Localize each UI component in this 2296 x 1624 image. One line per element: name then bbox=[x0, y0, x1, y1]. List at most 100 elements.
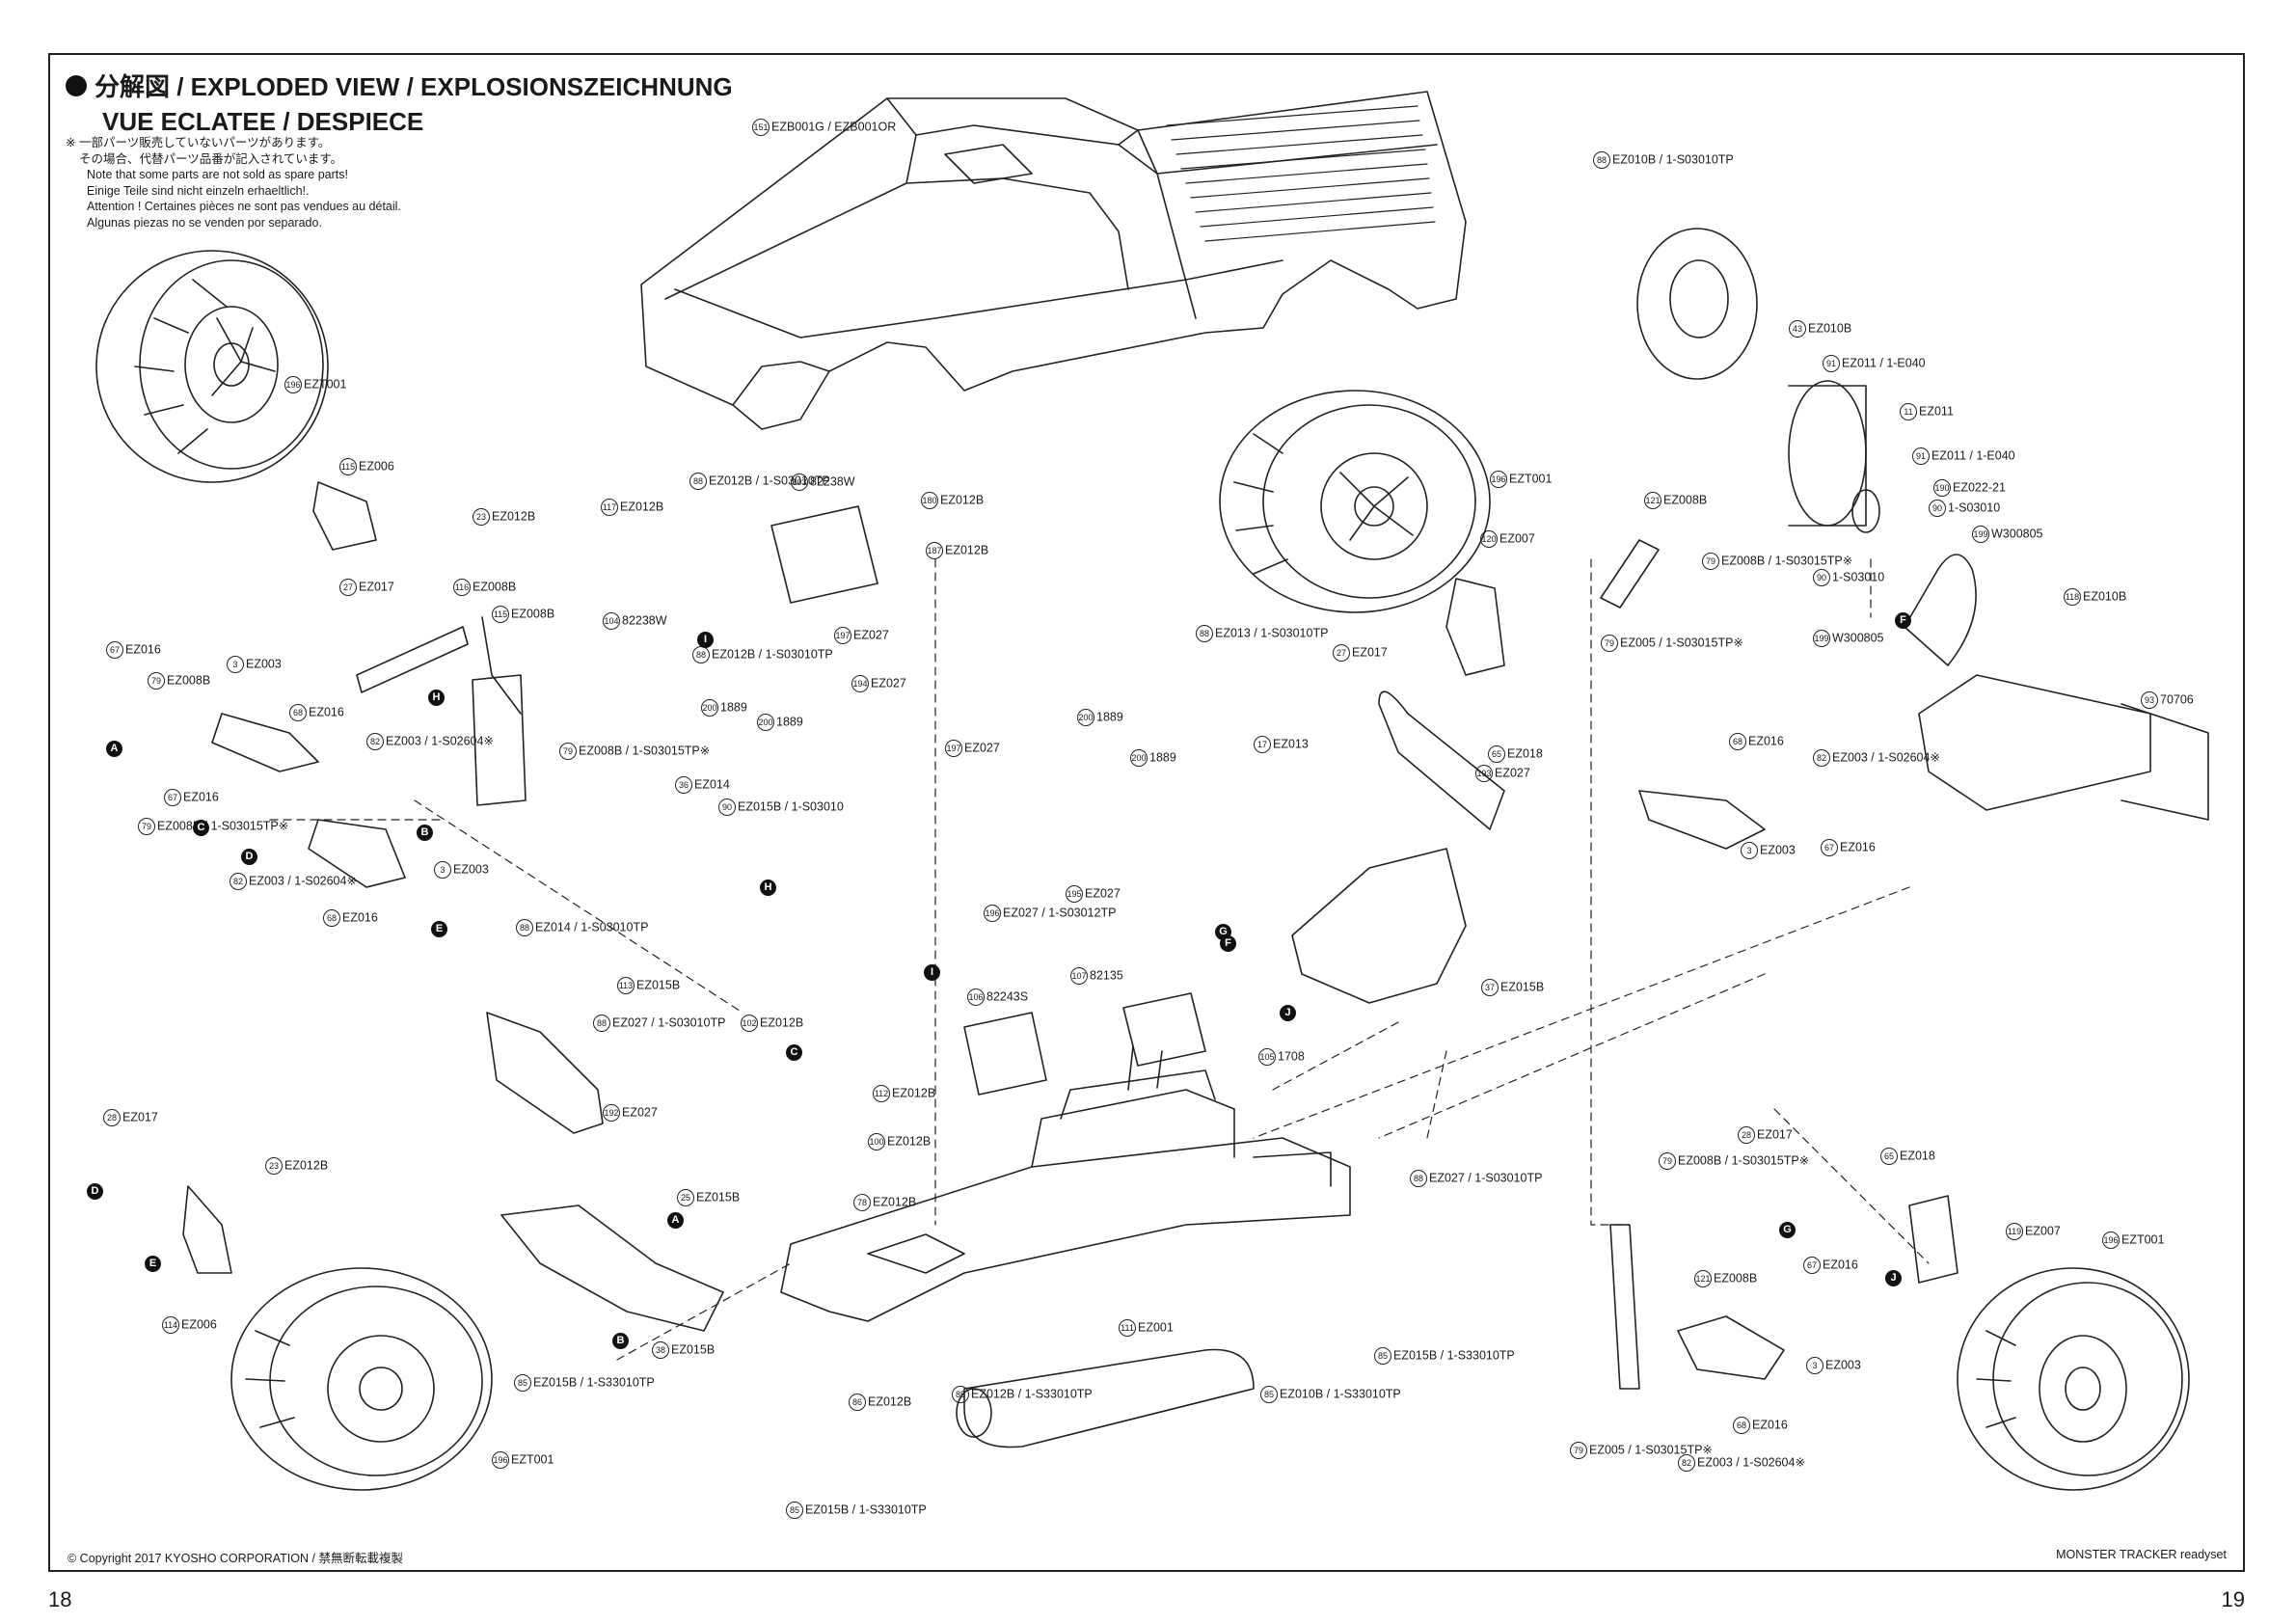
part-ref-number: 200 bbox=[1130, 749, 1148, 767]
part-ref-number: 68 bbox=[323, 909, 340, 927]
part-ref-number: 190 bbox=[1933, 479, 1951, 497]
part-number-text: EZ012B bbox=[492, 509, 536, 524]
part-ref-number: 196 bbox=[492, 1451, 509, 1469]
title-line-1: 分解図 / EXPLODED VIEW / EXPLOSIONSZEICHNUN… bbox=[66, 68, 733, 103]
servo-and-electronics bbox=[770, 505, 1206, 1096]
suspension-parts bbox=[182, 481, 1958, 1380]
part-ref-number: 65 bbox=[1880, 1148, 1898, 1165]
part-number-text: EZ015B / 1-S33010TP bbox=[533, 1375, 655, 1390]
assembly-marker: D bbox=[241, 849, 257, 865]
part-ref-number: 3 bbox=[434, 861, 451, 879]
part-number-text: EZ016 bbox=[183, 790, 219, 804]
assembly-marker: A bbox=[667, 1212, 684, 1229]
part-ref-number: 37 bbox=[1481, 979, 1499, 996]
copyright: © Copyright 2017 KYOSHO CORPORATION / 禁無… bbox=[68, 1552, 403, 1565]
part-ref-number: 118 bbox=[2064, 588, 2081, 606]
part-ref-number: 85 bbox=[1374, 1347, 1391, 1365]
part-ref-number: 121 bbox=[1694, 1270, 1712, 1287]
title-line-2: VUE ECLATEE / DESPIECE bbox=[102, 107, 424, 136]
assembly-marker: J bbox=[1885, 1270, 1902, 1286]
part-ref-number: 88 bbox=[516, 919, 533, 936]
part-ref-number: 100 bbox=[868, 1133, 885, 1150]
part-number-text: EZ001 bbox=[1138, 1320, 1174, 1335]
part-number-text: EZ013 / 1-S03010TP bbox=[1215, 626, 1329, 640]
part-number-text: EZ006 bbox=[181, 1317, 217, 1332]
part-number-text: EZ012B bbox=[620, 500, 664, 514]
part-number-text: EZ012B / 1-S03010TP bbox=[712, 647, 833, 662]
page-number-left: 18 bbox=[48, 1587, 72, 1611]
part-number-text: EZ027 bbox=[1495, 766, 1530, 780]
part-number-text: EZ008B bbox=[1714, 1271, 1758, 1286]
part-number-text: EZ003 / 1-S02604※ bbox=[386, 734, 494, 748]
part-number-text: EZ008B / 1-S03015TP※ bbox=[1721, 554, 1853, 568]
part-number-text: EZ027 / 1-S03012TP bbox=[1003, 906, 1117, 920]
assembly-marker: F bbox=[1220, 935, 1236, 952]
part-ref-number: 79 bbox=[559, 743, 577, 760]
assembly-lines bbox=[269, 558, 1930, 1361]
part-number-text: EZ012B bbox=[868, 1394, 912, 1409]
part-ref-number: 79 bbox=[1702, 553, 1719, 570]
part-number-text: 1889 bbox=[720, 700, 747, 715]
part-ref-number: 193 bbox=[1475, 765, 1493, 782]
part-ref-number: 28 bbox=[103, 1109, 121, 1126]
part-number-text: EZ008B bbox=[1663, 493, 1708, 507]
part-number-text: 1889 bbox=[1096, 710, 1123, 724]
part-ref-number: 200 bbox=[1077, 709, 1094, 726]
note-line: Note that some parts are not sold as spa… bbox=[87, 168, 348, 181]
part-ref-number: 200 bbox=[757, 714, 774, 731]
part-number-text: EZ003 / 1-S02604※ bbox=[1697, 1455, 1805, 1470]
part-number-text: EZ006 bbox=[359, 459, 394, 474]
part-ref-number: 93 bbox=[2141, 691, 2158, 709]
part-number-text: EZ012B bbox=[945, 543, 989, 557]
part-ref-number: 103 bbox=[791, 474, 808, 491]
part-ref-number: 117 bbox=[601, 499, 618, 516]
part-ref-number: 116 bbox=[453, 579, 471, 596]
part-number-text: EZ005 / 1-S03015TP※ bbox=[1620, 636, 1743, 650]
assembly-marker: H bbox=[428, 690, 445, 706]
part-number-text: EZ013 bbox=[1273, 737, 1309, 751]
part-number-text: EZT001 bbox=[304, 377, 347, 392]
assembly-marker: C bbox=[786, 1044, 802, 1061]
part-ref-number: 192 bbox=[603, 1104, 620, 1122]
assembly-marker: J bbox=[1280, 1005, 1296, 1021]
part-ref-number: 82 bbox=[230, 873, 247, 890]
part-number-text: 82135 bbox=[1090, 968, 1123, 983]
part-ref-number: 86 bbox=[849, 1394, 866, 1411]
part-number-text: EZ003 bbox=[453, 862, 489, 877]
part-number-text: EZ012B bbox=[940, 493, 985, 507]
part-ref-number: 36 bbox=[675, 776, 692, 794]
part-ref-number: 121 bbox=[1644, 492, 1661, 509]
part-number-text: W300805 bbox=[1991, 527, 2043, 541]
part-ref-number: 27 bbox=[339, 579, 357, 596]
part-ref-number: 115 bbox=[339, 458, 357, 475]
part-ref-number: 85 bbox=[514, 1374, 531, 1392]
part-ref-number: 17 bbox=[1254, 736, 1271, 753]
part-number-text: EZ003 bbox=[1760, 843, 1796, 857]
part-ref-number: 151 bbox=[752, 119, 770, 136]
